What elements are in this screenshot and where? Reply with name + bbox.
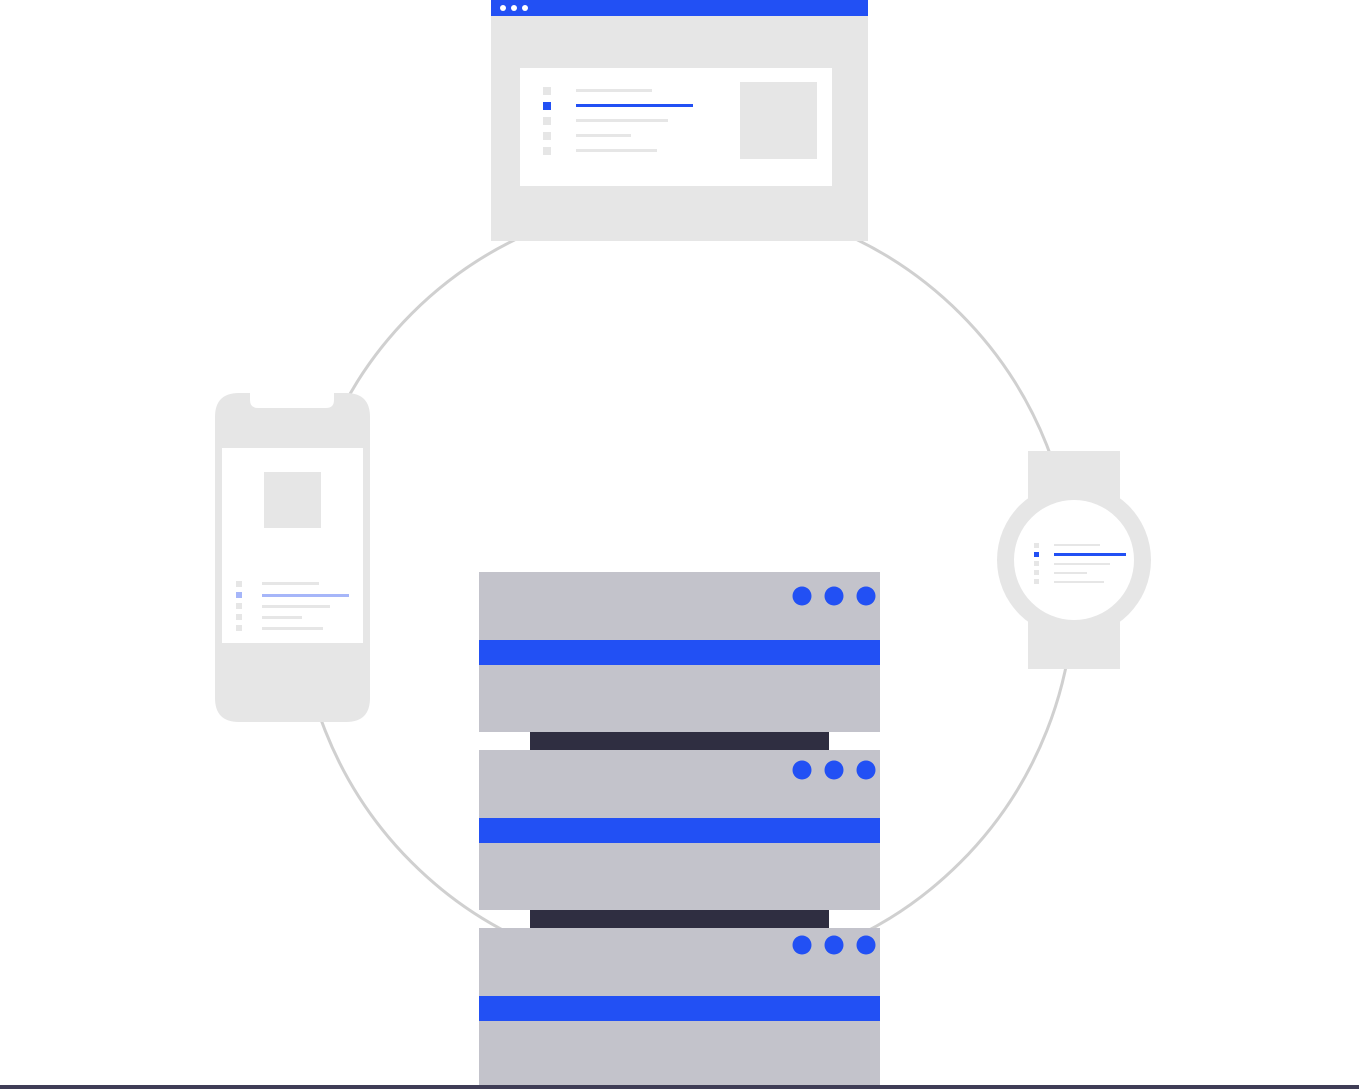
list-line-active (262, 594, 349, 597)
indicator-light-icon (792, 760, 812, 780)
server-stack (479, 572, 880, 1086)
server-rack-connector (530, 908, 829, 930)
list-line-active (1054, 553, 1126, 556)
list-bullet-active (1034, 552, 1039, 557)
list-bullet (543, 147, 551, 155)
browser-window (491, 0, 868, 241)
server-rack-connector (530, 730, 829, 752)
server-unit (479, 572, 880, 732)
window-dot-icon (500, 5, 506, 11)
ground-line (0, 1085, 1359, 1089)
indicator-light-icon (824, 586, 844, 606)
list-bullet (1034, 543, 1039, 548)
indicator-light-icon (824, 935, 844, 955)
list-bullet-active (543, 102, 551, 110)
server-unit-stripe (479, 818, 880, 843)
list-bullet (1034, 570, 1039, 575)
list-line (1054, 544, 1100, 546)
list-bullet (1034, 579, 1039, 584)
indicator-light-icon (792, 935, 812, 955)
list-bullet (543, 117, 551, 125)
smartphone (215, 393, 370, 722)
list-line-active (576, 104, 693, 107)
list-bullet-active (236, 592, 242, 598)
smartwatch (997, 451, 1151, 669)
indicator-light-icon (856, 586, 876, 606)
list-line (576, 89, 652, 92)
window-dot-icon (522, 5, 528, 11)
list-bullet (236, 603, 242, 609)
list-bullet (236, 625, 242, 631)
indicator-light-icon (792, 586, 812, 606)
indicator-light-icon (824, 760, 844, 780)
watch-face (1014, 500, 1134, 620)
list-line (262, 616, 302, 619)
list-bullet (1034, 561, 1039, 566)
list-bullet (543, 87, 551, 95)
indicator-light-icon (856, 935, 876, 955)
list-line (262, 582, 319, 585)
image-placeholder (740, 82, 817, 159)
server-unit-stripe (479, 996, 880, 1021)
image-placeholder (264, 472, 321, 528)
server-unit (479, 750, 880, 910)
list-line (1054, 581, 1104, 583)
list-bullet (236, 581, 242, 587)
server-unit (479, 928, 880, 1086)
list-line (576, 149, 657, 152)
list-bullet (543, 132, 551, 140)
list-line (262, 605, 330, 608)
list-line (1054, 572, 1087, 574)
list-line (576, 134, 631, 137)
list-line (576, 119, 668, 122)
browser-titlebar (491, 0, 868, 16)
server-unit-stripe (479, 640, 880, 665)
indicator-light-icon (856, 760, 876, 780)
list-line (262, 627, 323, 630)
window-dot-icon (511, 5, 517, 11)
list-line (1054, 563, 1110, 565)
list-bullet (236, 614, 242, 620)
